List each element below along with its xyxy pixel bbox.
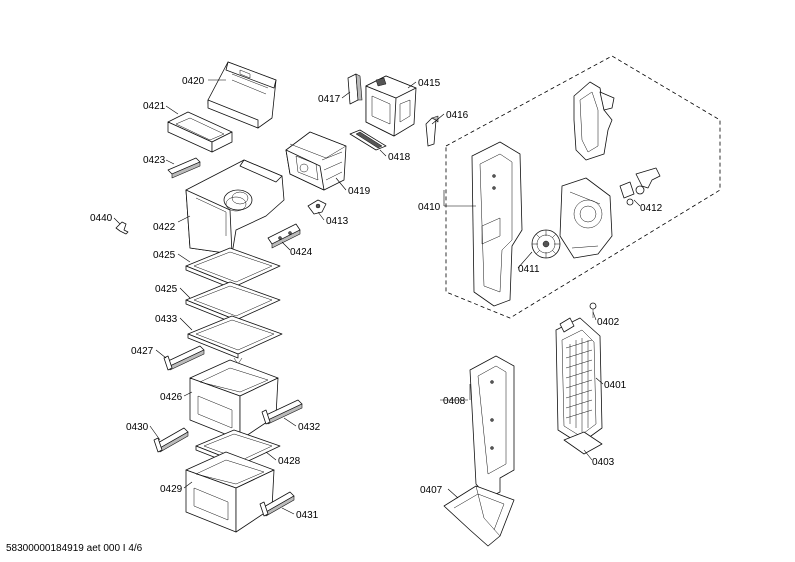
- label-0425-a: 0425: [153, 250, 176, 261]
- callout-labels: 0420 0421 0423 0440 0422 0425 0425 0433 …: [90, 76, 663, 521]
- label-0417: 0417: [318, 94, 341, 105]
- label-0427: 0427: [131, 346, 154, 357]
- part-0418-strip: [349, 129, 387, 151]
- label-0432: 0432: [298, 422, 321, 433]
- part-0422-ice-bucket: [185, 159, 285, 255]
- label-0426: 0426: [160, 392, 183, 403]
- part-0416-bracket: [425, 115, 439, 147]
- part-air-duct: [573, 81, 615, 161]
- part-0408-channel: [469, 355, 515, 499]
- drawing-reference-number: 58300000184919 aet 000 I 4/6: [6, 543, 143, 554]
- label-0407: 0407: [420, 485, 443, 496]
- part-0429-drawer: [185, 451, 275, 533]
- label-0421: 0421: [143, 101, 166, 112]
- label-0401: 0401: [604, 380, 627, 391]
- label-0402: 0402: [597, 317, 620, 328]
- label-0440: 0440: [90, 213, 113, 224]
- part-0420-shelf-cover: [207, 61, 277, 129]
- label-0416: 0416: [446, 110, 469, 121]
- part-0415-control-unit: [365, 75, 417, 137]
- part-0402-sensor: [589, 302, 597, 318]
- part-0426-drawer: [189, 359, 279, 441]
- part-0440-hook: [115, 221, 129, 235]
- label-0433: 0433: [155, 314, 178, 325]
- label-0430: 0430: [126, 422, 149, 433]
- part-0430-rail: [153, 427, 189, 453]
- label-0408: 0408: [443, 396, 466, 407]
- label-0403: 0403: [592, 457, 615, 468]
- part-0411-fan: [531, 229, 561, 259]
- label-0428: 0428: [278, 456, 301, 467]
- part-0401-evaporator: [555, 317, 603, 445]
- label-0420: 0420: [182, 76, 205, 87]
- part-0427-rail: [163, 345, 205, 371]
- part-0433-shelf: [187, 315, 283, 365]
- part-0417-bracket: [347, 73, 363, 105]
- label-0422: 0422: [153, 222, 176, 233]
- part-0403-drain: [563, 431, 603, 455]
- label-0429: 0429: [160, 484, 183, 495]
- label-0423: 0423: [143, 155, 166, 166]
- part-0419-dispenser-assembly: [285, 131, 347, 191]
- part-0413-small-part: [307, 199, 327, 215]
- label-0412: 0412: [640, 203, 663, 214]
- part-0425-shelf-lower: [185, 281, 281, 331]
- label-0410: 0410: [418, 202, 441, 213]
- label-0431: 0431: [296, 510, 319, 521]
- part-0431-rail: [259, 491, 295, 517]
- leader-lines: [113, 79, 641, 515]
- label-0419: 0419: [348, 186, 371, 197]
- label-0415: 0415: [418, 78, 441, 89]
- part-0424-strip: [267, 223, 301, 249]
- part-0432-rail: [261, 399, 303, 425]
- label-0418: 0418: [388, 152, 411, 163]
- part-0423-clip: [167, 157, 201, 179]
- label-0425-b: 0425: [155, 284, 178, 295]
- label-0424: 0424: [290, 247, 313, 258]
- part-fan-housing: [559, 177, 613, 259]
- part-0412-small-parts: [619, 167, 661, 206]
- part-0407-bottom-duct: [443, 485, 515, 547]
- part-0421-tray: [167, 111, 233, 153]
- label-0411: 0411: [518, 264, 540, 275]
- label-0413: 0413: [326, 216, 349, 227]
- part-0410-back-cover: [471, 141, 523, 307]
